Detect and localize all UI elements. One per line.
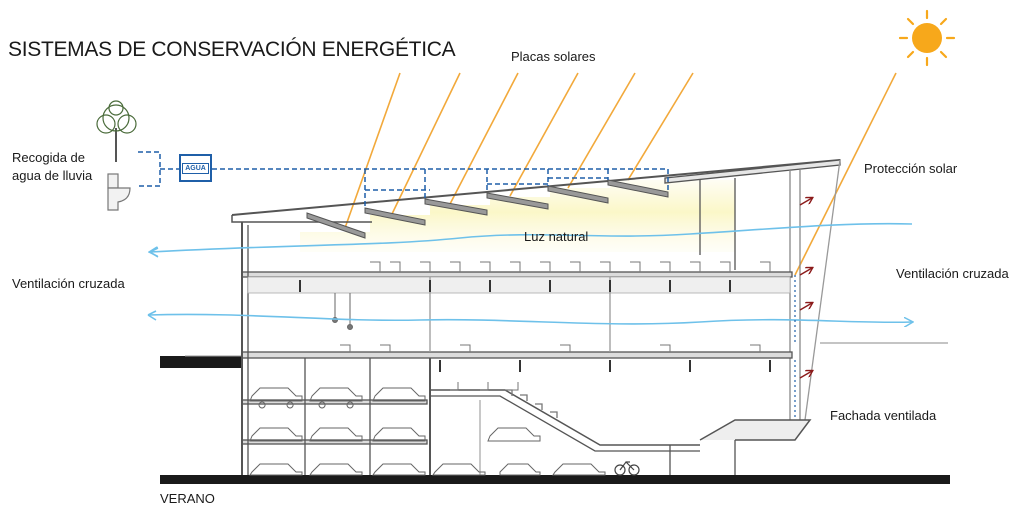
solar-panels (306, 179, 669, 239)
label-solar-panels: Placas solares (511, 49, 596, 64)
label-cross-ventilation-left: Ventilación cruzada (12, 276, 125, 291)
label-rainwater-line2: agua de lluvia (12, 168, 93, 183)
label-rainwater-line1: Recogida de (12, 150, 85, 165)
sun-rays (344, 72, 897, 276)
car-icon (249, 387, 606, 476)
diagram-title: SISTEMAS DE CONSERVACIÓN ENERGÉTICA (8, 38, 456, 61)
chair-icon (340, 261, 771, 391)
sun-icon (898, 9, 956, 67)
facade-ventilation-arrows (799, 198, 812, 379)
airflow-arrows (147, 222, 912, 324)
building-section (231, 159, 841, 475)
label-solar-protection: Protección solar (864, 161, 958, 176)
label-ventilated-facade: Fachada ventilada (830, 408, 937, 423)
natural-light-glow (300, 180, 735, 252)
ground (160, 342, 950, 484)
season-label: VERANO (160, 491, 215, 506)
water-tank: AGUA (179, 154, 212, 182)
water-tank-label: AGUA (182, 162, 209, 174)
bicycle-icon (614, 461, 640, 476)
toilet-icon (107, 173, 131, 211)
label-natural-light: Luz natural (524, 229, 589, 244)
label-cross-ventilation-right: Ventilación cruzada (896, 266, 1009, 281)
tree-icon (96, 100, 137, 162)
rainwater-pipes (138, 151, 669, 208)
